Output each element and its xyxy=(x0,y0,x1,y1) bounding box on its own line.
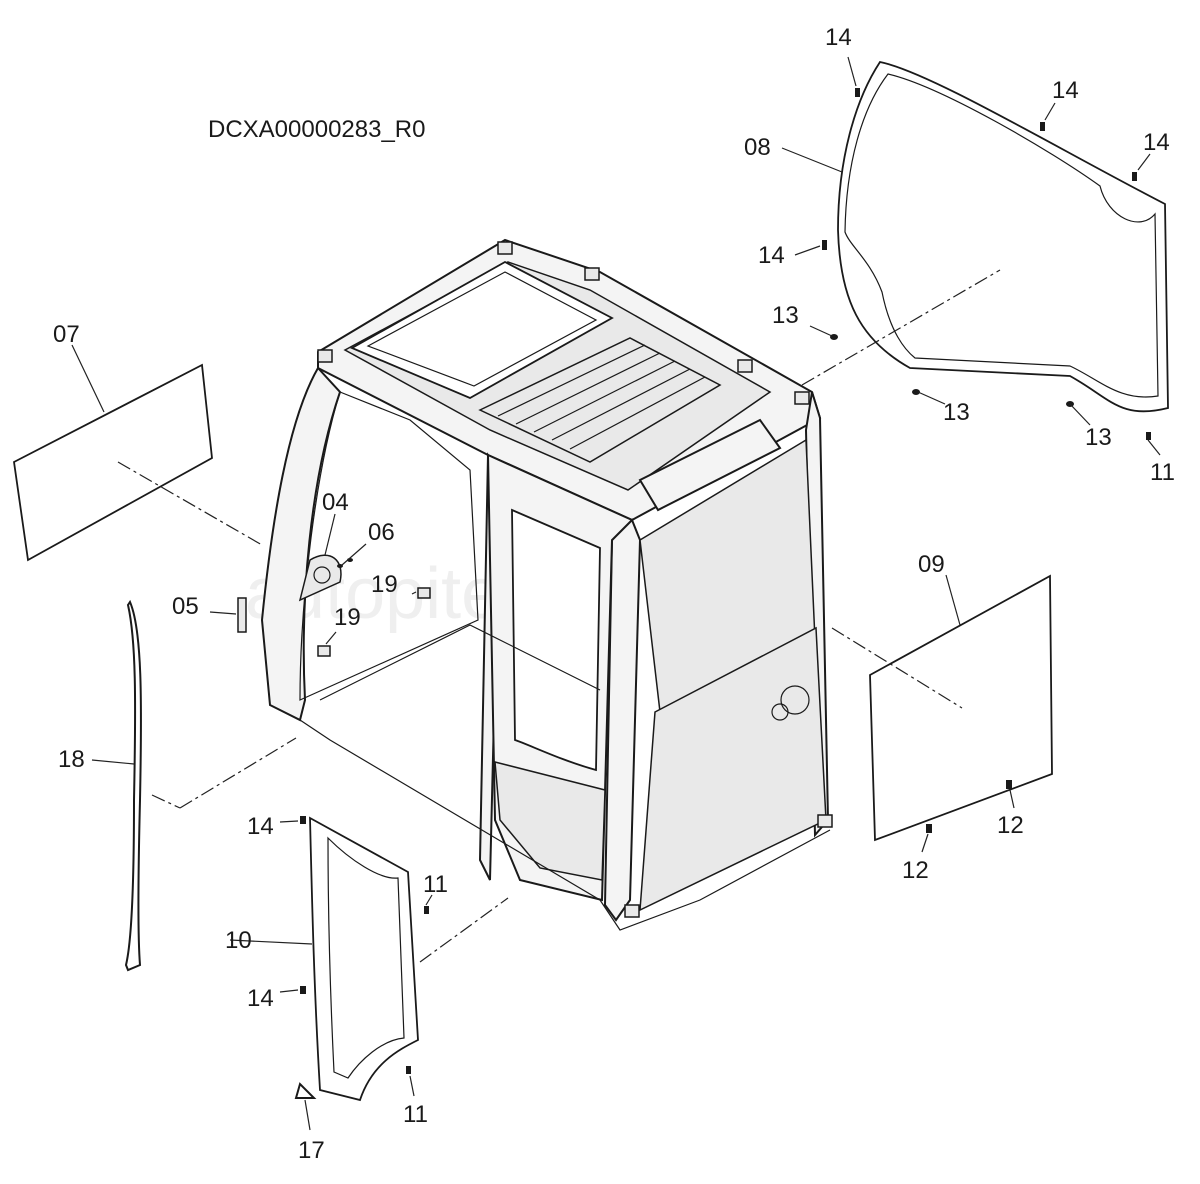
callout-10: 10 xyxy=(225,927,252,954)
callout-13-right: 13 xyxy=(1085,424,1112,451)
part-08-glass: 08 xyxy=(744,60,1169,413)
part-06-bolts: 06 xyxy=(337,519,395,568)
callout-14-top-mid: 14 xyxy=(1052,77,1079,104)
callout-14-left: 14 xyxy=(758,242,785,269)
part-07-glass: 07 xyxy=(13,321,263,562)
callout-17: 17 xyxy=(298,1137,325,1164)
callout-04: 04 xyxy=(322,489,349,516)
callout-18: 18 xyxy=(58,746,85,773)
drawing-number: DCXA00000283_R0 xyxy=(208,116,426,143)
callout-14-top: 14 xyxy=(825,24,852,51)
callout-11-door-bottom: 11 xyxy=(403,1101,428,1128)
callout-11-door-top: 11 xyxy=(423,871,448,898)
cab-frame xyxy=(260,238,833,931)
callout-12-right: 12 xyxy=(997,812,1024,839)
callout-12-left: 12 xyxy=(902,857,929,884)
callout-13-mid: 13 xyxy=(943,399,970,426)
callout-08: 08 xyxy=(744,134,771,161)
callout-07: 07 xyxy=(53,321,80,348)
callout-11-right: 11 xyxy=(1150,459,1175,486)
part-19-clips: 19 19 xyxy=(317,571,431,657)
callout-19-lower: 19 xyxy=(334,604,361,631)
clips-part-08: 14 14 14 14 13 13 13 11 xyxy=(758,24,1175,486)
callout-05: 05 xyxy=(172,593,199,620)
callout-19-upper: 19 xyxy=(371,571,398,598)
part-18-seal: 18 xyxy=(58,599,297,972)
part-17-trim: 17 xyxy=(294,1082,325,1164)
callout-14-door-top: 14 xyxy=(247,813,274,840)
callout-06: 06 xyxy=(368,519,395,546)
part-10-glass: 10 14 11 14 11 xyxy=(225,813,509,1128)
callout-14-door-mid: 14 xyxy=(247,985,274,1012)
callout-09: 09 xyxy=(918,551,945,578)
part-04-bracket: 04 xyxy=(298,489,349,602)
callout-13-left: 13 xyxy=(772,302,799,329)
part-05-strip: 05 xyxy=(172,593,247,633)
callout-14-top-right: 14 xyxy=(1143,129,1170,156)
part-09-glass: 09 12 12 xyxy=(831,551,1053,884)
